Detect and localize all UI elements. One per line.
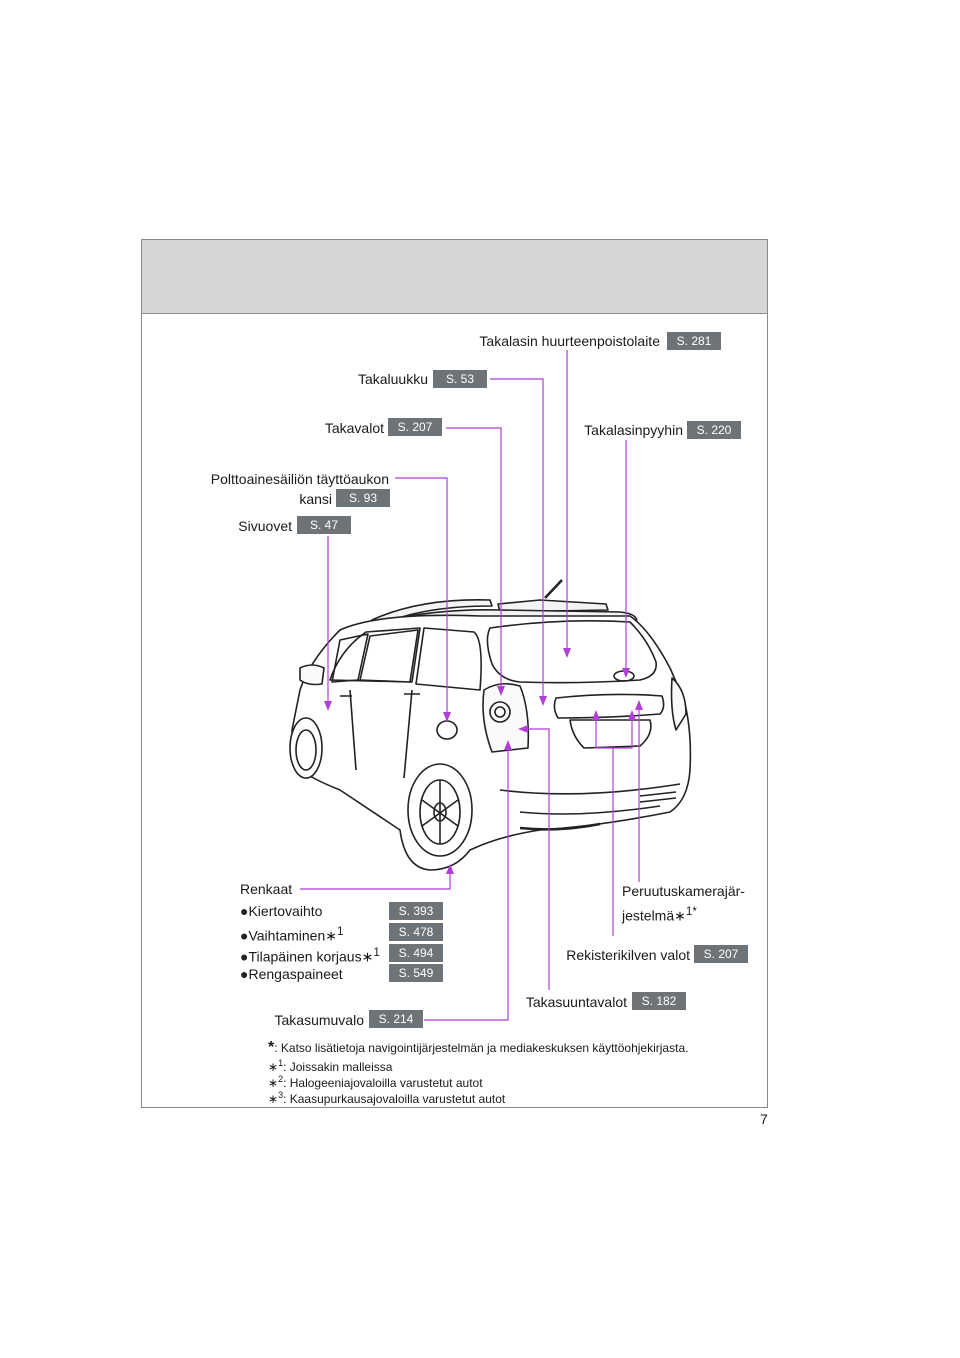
page-ref-reverse[interactable]: S. 182 — [632, 992, 686, 1010]
bullet-icon: ● — [240, 903, 249, 919]
leader-back-door — [490, 378, 544, 700]
footnote-num-1: 1 — [278, 1058, 284, 1068]
item-temporary: ●Tilapäinen korjaus∗1 — [240, 944, 380, 966]
footnote-3-text: : Kaasupurkausajovaloilla varustetut aut… — [283, 1092, 506, 1106]
page-ref-rear-lights[interactable]: S. 207 — [388, 418, 442, 436]
leader-rear-lights — [446, 427, 502, 690]
page-ref-temporary[interactable]: S. 494 — [389, 944, 443, 962]
label-rear-lights: Takavalot — [324, 420, 384, 436]
asterisk-mark: ∗ — [325, 927, 337, 944]
item-replacing: ●Vaihtaminen∗1 — [240, 923, 343, 945]
footnote-2-text: : Halogeeniajovaloilla varustetut autot — [283, 1076, 483, 1090]
footnote-star-text: : Katso lisätietoja navigointijärjestelm… — [274, 1041, 689, 1055]
footnote-star: *: Katso lisätietoja navigointijärjestel… — [268, 1040, 688, 1056]
car-illustration — [289, 579, 692, 871]
leader-license — [595, 716, 614, 936]
leader-reverse — [524, 728, 550, 990]
label-license: Rekisterikilven valot — [566, 947, 690, 963]
page-ref-side-doors[interactable]: S. 47 — [297, 516, 351, 534]
page-ref-replacing[interactable]: S. 478 — [389, 923, 443, 941]
page-ref-license[interactable]: S. 207 — [694, 945, 748, 963]
item-pressure-label: Rengaspaineet — [248, 966, 343, 982]
footnote-ref-1: 1 — [685, 905, 693, 918]
footnote-3: ∗3: Kaasupurkausajovaloilla varustetut a… — [268, 1088, 505, 1107]
label-tires: Renkaat — [240, 881, 293, 897]
footnote-ref-1: 1 — [337, 925, 344, 938]
asterisk-mark: ∗ — [268, 1076, 279, 1090]
asterisk-mark: ∗ — [268, 1092, 279, 1106]
label-camera-line2: jestelmä∗1* — [622, 903, 697, 925]
label-camera-text: jestelmä — [622, 907, 675, 924]
page-ref-pressure[interactable]: S. 549 — [389, 964, 443, 982]
footnote-num-2: 2 — [278, 1074, 284, 1084]
asterisk-mark: ∗ — [674, 907, 686, 924]
footnote-ref-star: * — [692, 905, 697, 918]
leader-lines — [300, 350, 640, 1021]
page-ref-back-door[interactable]: S. 53 — [433, 370, 487, 388]
footnote-1: ∗1: Joissakin malleissa — [268, 1056, 392, 1075]
bullet-icon: ● — [240, 966, 249, 982]
header-band — [142, 240, 767, 314]
label-camera-line1: Peruutuskamerajär- — [622, 883, 745, 899]
bullet-icon: ● — [240, 927, 249, 944]
asterisk-mark: ∗ — [268, 1060, 279, 1074]
label-fog: Takasumuvalo — [274, 1012, 365, 1028]
leader-tires — [300, 870, 451, 890]
label-side-doors: Sivuovet — [238, 518, 292, 534]
label-defogger: Takalasin huurteenpoistolaite — [479, 333, 660, 349]
footnote-ref-1: 1 — [373, 946, 380, 959]
item-rotation: ●Kiertovaihto — [240, 902, 322, 920]
item-replacing-label: Vaihtaminen — [248, 927, 326, 944]
asterisk-mark: ∗ — [361, 948, 374, 965]
label-fuel-line1: Polttoainesäiliön täyttöaukon — [210, 471, 389, 487]
page-ref-fuel[interactable]: S. 93 — [336, 489, 390, 507]
item-rotation-label: Kiertovaihto — [248, 903, 323, 919]
footnote-2: ∗2: Halogeeniajovaloilla varustetut auto… — [268, 1072, 483, 1091]
label-reverse: Takasuuntavalot — [525, 994, 627, 1010]
label-fuel-line2: kansi — [299, 491, 332, 507]
footnote-star-mark: * — [268, 1039, 275, 1056]
page-frame — [141, 239, 768, 1108]
page-number: 7 — [760, 1111, 768, 1127]
bullet-icon: ● — [240, 948, 249, 965]
leader-license-b — [613, 716, 633, 749]
page-ref-rotation[interactable]: S. 393 — [389, 902, 443, 920]
label-back-door: Takaluukku — [357, 371, 428, 387]
leader-arrowheads — [324, 648, 643, 874]
leader-fog — [424, 746, 509, 1021]
footnote-1-text: : Joissakin malleissa — [283, 1060, 393, 1074]
footnote-num-3: 3 — [278, 1090, 284, 1100]
page-ref-wiper[interactable]: S. 220 — [687, 421, 741, 439]
label-wiper: Takalasinpyyhin — [584, 422, 683, 438]
page-ref-defogger[interactable]: S. 281 — [667, 332, 721, 350]
page-ref-fog[interactable]: S. 214 — [369, 1010, 423, 1028]
item-pressure: ●Rengaspaineet — [240, 965, 343, 983]
leader-fuel — [395, 477, 448, 716]
item-temporary-label: Tilapäinen korjaus — [248, 948, 362, 965]
